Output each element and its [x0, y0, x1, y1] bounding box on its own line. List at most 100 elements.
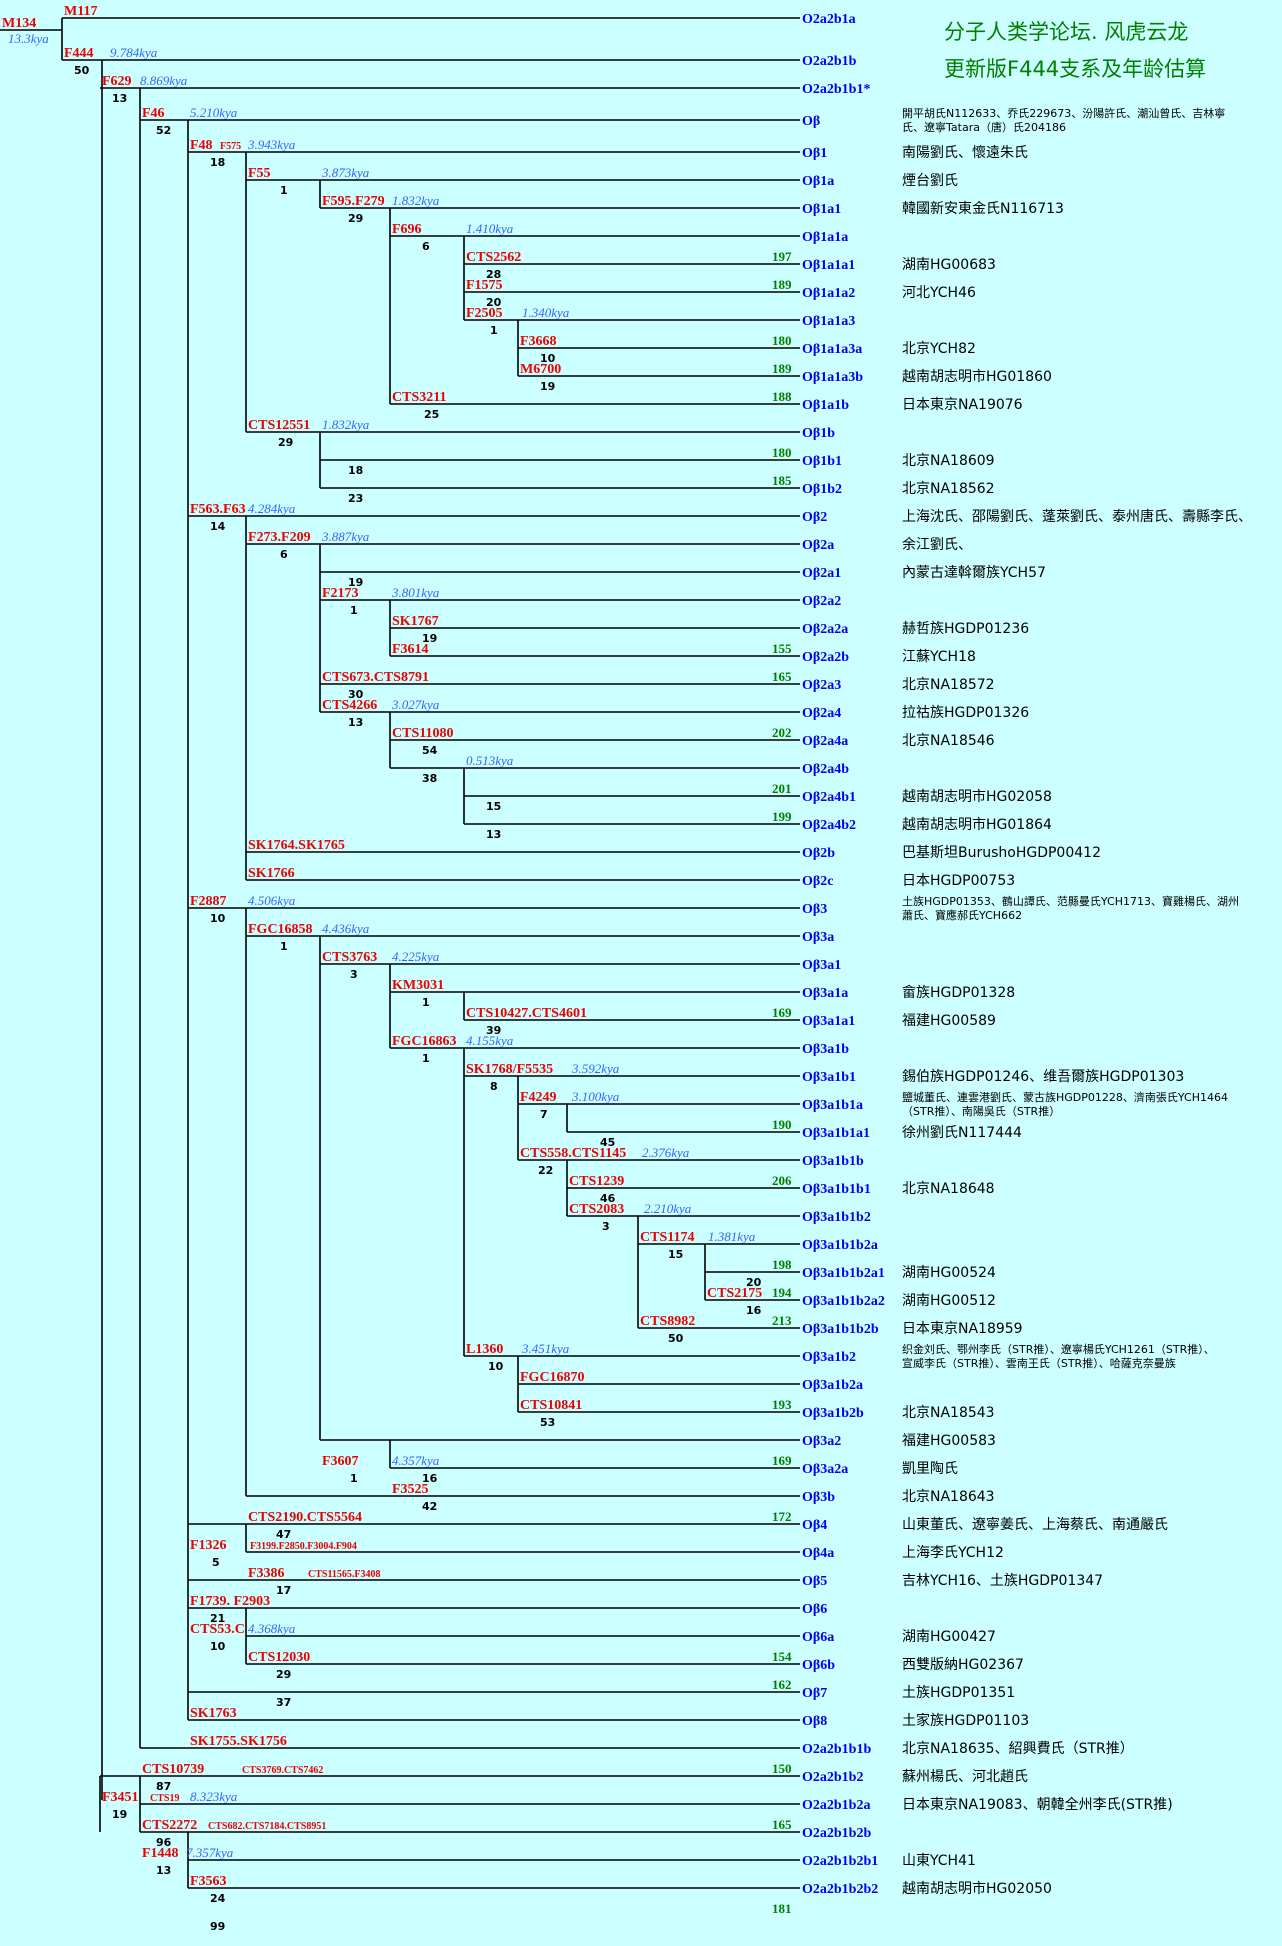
str-count: 213 — [772, 1313, 792, 1328]
snp-label: CTS12030 — [248, 1650, 310, 1665]
sample-count: 15 — [486, 800, 501, 813]
haplogroup-label: Oβ2a2a — [802, 622, 848, 637]
age-estimate: 1.410kya — [466, 221, 514, 236]
sample-list: 日本東京NA18959 — [902, 1321, 1023, 1337]
snp-label: F48 — [190, 138, 213, 153]
snp-label: CTS10739 — [142, 1762, 204, 1777]
str-count: 150 — [772, 1761, 792, 1776]
age-estimate: 3.451kya — [521, 1341, 570, 1356]
haplogroup-label: Oβ1a1 — [802, 202, 841, 217]
sample-count: 25 — [424, 408, 439, 421]
snp-label: F46 — [142, 106, 165, 121]
haplogroup-label: Oβ2a2b — [802, 650, 849, 665]
sample-list: 內蒙古達斡爾族YCH57 — [902, 565, 1046, 581]
snp-label: F2887 — [190, 894, 227, 909]
snp-label: F563.F63 — [190, 502, 246, 517]
age-estimate: 1.381kya — [708, 1229, 756, 1244]
haplogroup-label: O2a2b1b1b — [802, 1742, 871, 1757]
sample-list: 福建HG00589 — [902, 1013, 996, 1029]
haplogroup-label: Oβ2b — [802, 846, 835, 861]
haplogroup-label: Oβ3b — [802, 1490, 835, 1505]
chart-title-line1: 分子人类学论坛. 风虎云龙 — [944, 20, 1189, 44]
sample-list: 畲族HGDP01328 — [902, 984, 1015, 1001]
haplogroup-label: Oβ3 — [802, 902, 827, 917]
str-count: 199 — [772, 809, 792, 824]
snp-label: CTS3763 — [322, 950, 377, 965]
sample-count: 23 — [348, 492, 363, 505]
snp-label: KM3031 — [392, 978, 444, 993]
snp-label: F1326 — [190, 1538, 227, 1553]
snp-label: CTS3211 — [392, 390, 446, 405]
snp-label: F3563 — [190, 1874, 227, 1889]
haplogroup-label: O2a2b1a — [802, 12, 856, 27]
sample-list: 上海沈氏、邵陽劉氏、蓬萊劉氏、泰州唐氏、壽縣李氏、 — [902, 508, 1252, 525]
sample-count: 29 — [276, 1668, 291, 1681]
haplogroup-label: Oβ3a1b1b2a1 — [802, 1266, 885, 1281]
haplogroup-label: O2a2b1b2b — [802, 1826, 871, 1841]
snp-label: CTS2083 — [569, 1202, 624, 1217]
age-estimate: 1.832kya — [392, 193, 440, 208]
sample-count: 1 — [422, 996, 430, 1009]
sample-list: 日本東京NA19076 — [902, 397, 1023, 413]
sample-count: 38 — [422, 772, 437, 785]
haplogroup-label: Oβ3a1b1a — [802, 1098, 863, 1113]
sample-count: 1 — [280, 184, 288, 197]
sample-list: 土族HGDP01353、鶴山譚氏、范縣曼氏YCH1713、寶雞楊氏、湖州 — [902, 894, 1239, 908]
snp-label: F273.F209 — [248, 530, 311, 545]
sample-count: 46 — [600, 1192, 616, 1205]
snp-label: CTS8982 — [640, 1314, 695, 1329]
sample-count: 1 — [422, 1052, 430, 1065]
sample-list: 北京NA18643 — [902, 1489, 995, 1505]
age-estimate: 3.100kya — [571, 1089, 620, 1104]
snp-label: SK1766 — [248, 866, 295, 881]
str-count: 189 — [772, 361, 792, 376]
haplogroup-label: Oβ1a1a3b — [802, 370, 863, 385]
haplogroup-label: O2a2b1b2 — [802, 1770, 863, 1785]
age-estimate: 4.225kya — [392, 949, 440, 964]
haplogroup-label: O2a2b1b2a — [802, 1798, 870, 1813]
sample-list: 蕭氏、寶應郝氏YCH662 — [902, 908, 1022, 922]
haplogroup-label: O2a2b1b — [802, 54, 857, 69]
snp-label: CTS10841 — [520, 1398, 582, 1413]
sample-list: 日本HGDP00753 — [902, 873, 1015, 889]
str-count: 181 — [772, 1901, 792, 1916]
sample-list: 拉祜族HGDP01326 — [902, 705, 1029, 721]
age-estimate: 3.592kya — [571, 1061, 620, 1076]
sample-count: 10 — [488, 1360, 504, 1373]
snp-label: F1739. F2903 — [190, 1594, 270, 1609]
sample-count: 13 — [486, 828, 501, 841]
haplogroup-label: Oβ2a2 — [802, 594, 841, 609]
str-count: 190 — [772, 1117, 792, 1132]
sample-count: 10 — [540, 352, 556, 365]
sample-list: 江蘇YCH18 — [902, 649, 976, 665]
sample-list: 北京NA18546 — [902, 733, 995, 749]
haplogroup-label: Oβ3a2a — [802, 1462, 848, 1477]
sample-count: 15 — [668, 1248, 683, 1261]
haplogroup-label: Oβ1b2 — [802, 482, 842, 497]
chart-title-line2: 更新版F444支系及年龄估算 — [944, 57, 1207, 81]
age-estimate: 4.436kya — [322, 921, 370, 936]
haplogroup-label: Oβ3a2 — [802, 1434, 841, 1449]
snp-label: CTS1239 — [569, 1174, 624, 1189]
snp-label: SK1764.SK1765 — [248, 838, 345, 853]
sample-list: 土家族HGDP01103 — [902, 1712, 1029, 1729]
sample-count: 99 — [210, 1920, 225, 1933]
sample-count: 7 — [540, 1108, 548, 1121]
sample-list: 蘇州楊氏、河北趙氏 — [902, 1768, 1028, 1785]
sample-count: 45 — [600, 1136, 615, 1149]
sample-list: 煙台劉氏 — [902, 173, 958, 189]
haplogroup-label: Oβ6a — [802, 1630, 834, 1645]
sample-count: 37 — [276, 1696, 291, 1709]
haplogroup-label: Oβ2a4 — [802, 706, 841, 721]
str-count: 162 — [772, 1677, 792, 1692]
sample-list: 鹽城董氏、連雲港劉氏、蒙古族HGDP01228、濟南張氏YCH1464 — [902, 1090, 1228, 1104]
age-estimate: 7.357kya — [186, 1845, 234, 1860]
age-estimate: 3.873kya — [321, 165, 370, 180]
snp-label: F595.F279 — [322, 194, 385, 209]
sample-count: 13 — [348, 716, 363, 729]
str-count: 155 — [772, 641, 792, 656]
sample-list: 北京NA18572 — [902, 677, 995, 693]
haplogroup-label: Oβ8 — [802, 1714, 827, 1729]
str-count: 206 — [772, 1173, 792, 1188]
age-estimate: 1.832kya — [322, 417, 370, 432]
